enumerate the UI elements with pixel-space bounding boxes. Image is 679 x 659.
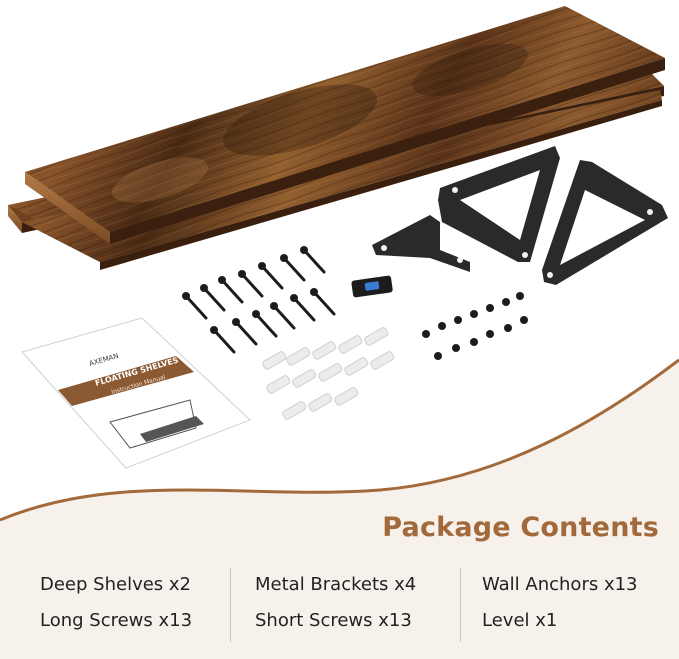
background-band-edge <box>0 358 679 522</box>
bracket-large-1 <box>438 146 560 262</box>
contents-item: Wall Anchors x13 <box>482 574 638 595</box>
background-band <box>0 360 679 659</box>
long-screw-heads <box>182 246 318 334</box>
contents-grid: Deep Shelves x2 Metal Brackets x4 Wall A… <box>0 566 679 646</box>
shelf-top <box>25 6 665 244</box>
level <box>351 275 393 298</box>
contents-item: Long Screws x13 <box>40 610 193 631</box>
long-screws <box>184 248 336 354</box>
contents-item: Metal Brackets x4 <box>255 574 417 595</box>
bracket-small <box>372 215 470 272</box>
package-contents-heading: Package Contents <box>382 512 659 543</box>
contents-item: Level x1 <box>482 610 558 631</box>
wall-anchors <box>262 327 395 420</box>
short-screws <box>422 292 528 360</box>
bracket-large-2 <box>542 160 668 285</box>
column-divider <box>230 568 231 642</box>
column-divider <box>460 568 461 642</box>
instruction-manual: AXEMAN FLOATING SHELVES Instruction Manu… <box>21 317 251 469</box>
contents-item: Short Screws x13 <box>255 610 412 631</box>
contents-item: Deep Shelves x2 <box>40 574 191 595</box>
